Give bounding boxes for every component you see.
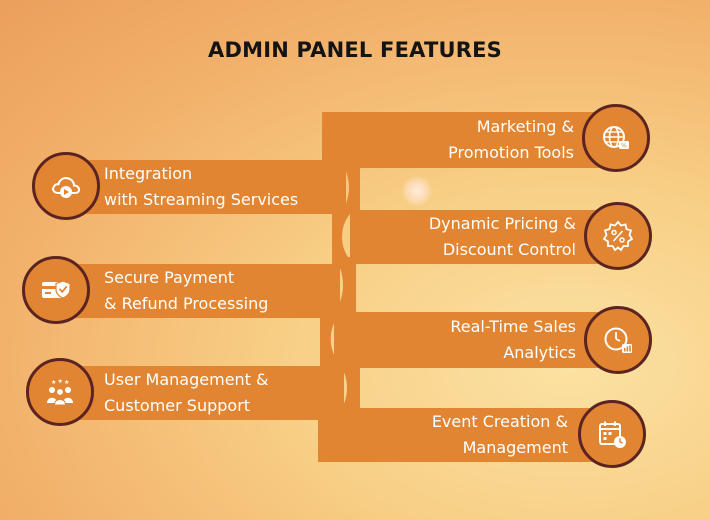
- feature-label-line2: Management: [462, 438, 568, 457]
- svg-text:★: ★: [51, 379, 56, 386]
- feature-bar-payment: Secure Payment & Refund Processing: [50, 264, 340, 318]
- feature-bar-pricing: Dynamic Pricing & Discount Control: [350, 210, 612, 264]
- globe-tag-icon: %: [603, 126, 629, 150]
- feature-bar-users: User Management & Customer Support: [56, 366, 344, 420]
- connector-f: [338, 362, 360, 414]
- svg-text:%: %: [621, 143, 627, 150]
- feature-bar-analytics: Real-Time Sales Analytics: [334, 312, 614, 368]
- feature-label-line1: Marketing &: [476, 117, 574, 136]
- cloud-play-icon: [52, 177, 81, 198]
- users-group-icon: ★ ★ ★: [47, 378, 73, 406]
- card-shield-icon: [42, 280, 71, 299]
- feature-label-line2: Analytics: [503, 343, 576, 362]
- feature-label-line1: Integration: [104, 164, 193, 183]
- feature-label-line1: Real-Time Sales: [450, 317, 576, 336]
- svg-text:★: ★: [58, 378, 63, 385]
- feature-badge-users: ★ ★ ★: [26, 358, 94, 426]
- connector-d: [334, 257, 356, 313]
- feature-label-line1: User Management &: [104, 370, 269, 389]
- feature-label-line2: Promotion Tools: [448, 143, 574, 162]
- feature-label-line1: Event Creation &: [431, 412, 568, 431]
- feature-bar-events: Event Creation & Management: [318, 408, 608, 462]
- feature-badge-events: [578, 400, 646, 468]
- feature-badge-analytics: [584, 306, 652, 374]
- feature-label-line2: Discount Control: [442, 240, 576, 259]
- feature-badge-marketing: %: [582, 104, 650, 172]
- feature-badge-pricing: [584, 202, 652, 270]
- feature-bar-marketing: Marketing & Promotion Tools: [332, 112, 612, 168]
- feature-badge-streaming: [32, 152, 100, 220]
- calendar-clock-icon: [599, 421, 626, 448]
- feature-badge-payment: [22, 256, 90, 324]
- page-title: ADMIN PANEL FEATURES: [208, 38, 502, 62]
- connector-c: [332, 210, 354, 264]
- center-glow: [402, 176, 432, 206]
- feature-label-line2: with Streaming Services: [104, 190, 299, 209]
- feature-label-line1: Dynamic Pricing &: [428, 214, 576, 233]
- feature-bar-streaming: Integration with Streaming Services: [62, 160, 346, 214]
- svg-text:★: ★: [64, 379, 69, 386]
- clock-chart-icon: [604, 327, 632, 353]
- connector-b: [340, 160, 360, 214]
- discount-badge-icon: [602, 220, 634, 252]
- feature-label-line2: Customer Support: [104, 396, 251, 415]
- feature-label-line2: & Refund Processing: [104, 294, 269, 313]
- connector-e: [320, 312, 342, 366]
- feature-label-line1: Secure Payment: [104, 268, 235, 287]
